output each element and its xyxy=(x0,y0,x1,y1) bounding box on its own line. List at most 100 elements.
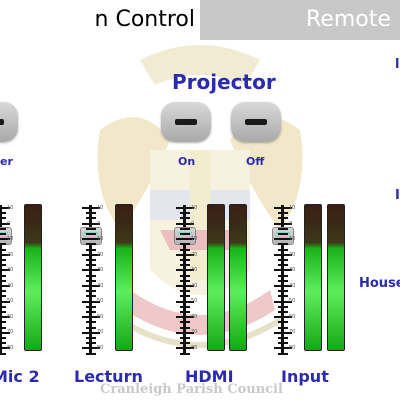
scale-number: 50 xyxy=(289,298,296,304)
scale-tick xyxy=(277,233,288,235)
scale-number: 50 xyxy=(7,298,14,304)
projector-off-label: Off xyxy=(246,155,265,168)
scale-tick xyxy=(85,243,96,246)
button-bar-icon xyxy=(245,119,267,125)
scale-tick xyxy=(179,248,190,251)
scale-number: 0 xyxy=(97,220,101,227)
scale-tick xyxy=(0,243,6,246)
projector-on-label: On xyxy=(178,155,196,168)
scale-tick xyxy=(81,238,100,241)
scale-number: 10 xyxy=(289,236,296,242)
right-edge-fragment-mid: I xyxy=(395,188,400,203)
level-meter-hdmi-right xyxy=(229,204,247,351)
scale-tick xyxy=(179,274,190,277)
scale-number: 70 xyxy=(7,329,14,335)
level-meter-input-right xyxy=(327,204,345,351)
scale-tick xyxy=(273,253,292,256)
scale-tick xyxy=(179,295,190,298)
scale-tick xyxy=(175,316,194,319)
scale-number: 20 xyxy=(7,251,14,258)
scale-tick xyxy=(273,331,292,334)
scale-tick xyxy=(0,337,6,339)
scale-tick xyxy=(0,300,10,303)
scale-number: 40 xyxy=(97,282,104,289)
scale-tick xyxy=(273,285,292,287)
scale-tick xyxy=(81,269,100,272)
scale-tick xyxy=(85,233,96,235)
scale-tick xyxy=(273,207,292,209)
scale-tick xyxy=(273,238,292,241)
scale-tick xyxy=(273,347,292,350)
scale-tick xyxy=(0,238,10,241)
scale-tick xyxy=(85,248,96,251)
button-bar-icon xyxy=(0,119,4,125)
right-edge-fragment-top: l xyxy=(395,57,400,72)
scale-tick xyxy=(85,264,96,267)
projector-on-button[interactable] xyxy=(161,102,211,142)
scale-tick xyxy=(277,259,288,261)
scale-number: 60 xyxy=(289,313,296,320)
scale-tick xyxy=(85,227,96,230)
scale-number: 0 xyxy=(191,220,195,227)
scale-tick xyxy=(0,269,10,272)
scale-tick xyxy=(175,331,194,334)
scale-tick xyxy=(81,207,100,209)
scale-number: 10 xyxy=(191,205,198,211)
scale-tick xyxy=(175,222,194,225)
scale-number: 30 xyxy=(7,267,14,273)
scale-number: 70 xyxy=(191,329,198,335)
scale-tick xyxy=(0,347,10,350)
scale-tick xyxy=(85,279,96,282)
scale-number: 20 xyxy=(97,251,104,258)
scale-tick xyxy=(85,274,96,277)
scale-tick xyxy=(0,233,6,235)
scale-tick xyxy=(179,243,190,246)
scale-tick xyxy=(0,217,6,220)
scale-tick xyxy=(175,269,194,272)
scale-tick xyxy=(277,326,288,329)
scale-number: 50 xyxy=(191,298,198,304)
scale-tick xyxy=(277,264,288,267)
left-partial-button-label: er xyxy=(0,155,13,168)
scale-tick xyxy=(81,285,100,287)
scale-tick xyxy=(175,238,194,241)
scale-number: 60 xyxy=(97,313,104,320)
scale-tick xyxy=(179,279,190,282)
scale-number: 80 xyxy=(7,344,14,351)
scale-tick xyxy=(85,259,96,261)
scale-tick xyxy=(277,243,288,246)
scale-tick xyxy=(85,290,96,293)
channel-label-mic2: Mic 2 xyxy=(0,367,40,386)
scale-tick xyxy=(85,321,96,324)
scale-tick xyxy=(277,295,288,298)
parish-council-watermark: Cranleigh Parish Council xyxy=(100,382,283,397)
scale-tick xyxy=(179,212,190,215)
tab-room-control-label: n Control xyxy=(94,7,195,32)
scale-number: 80 xyxy=(289,344,296,351)
scale-tick xyxy=(0,264,6,267)
scale-tick xyxy=(0,248,6,251)
scale-number: 40 xyxy=(191,282,198,289)
scale-tick xyxy=(0,222,10,225)
scale-tick xyxy=(0,253,10,256)
scale-number: 10 xyxy=(191,236,198,242)
scale-number: 30 xyxy=(97,267,104,273)
scale-tick xyxy=(0,290,6,293)
scale-number: 70 xyxy=(97,329,104,335)
tab-remote-control[interactable]: Remote Co xyxy=(200,0,400,72)
scale-tick xyxy=(81,253,100,256)
tab-room-control[interactable]: n Control xyxy=(0,0,195,40)
scale-number: 10 xyxy=(97,236,104,242)
scale-tick xyxy=(277,290,288,293)
left-partial-button[interactable] xyxy=(0,102,18,142)
scale-tick xyxy=(179,321,190,324)
scale-tick xyxy=(0,311,6,313)
scale-tick xyxy=(273,316,292,319)
level-meter-input-left xyxy=(304,204,322,351)
scale-tick xyxy=(277,342,288,345)
projector-off-button[interactable] xyxy=(231,102,281,142)
